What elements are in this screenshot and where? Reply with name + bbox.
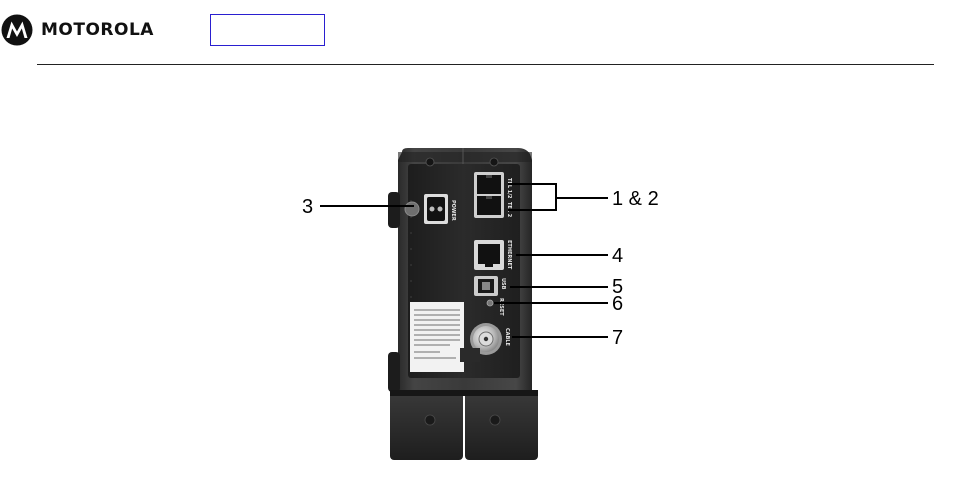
navigation-box[interactable] [210,14,325,46]
page-header: MOTOROLA [0,0,964,66]
ethernet-label: ETHERNET [506,240,512,270]
motorola-batwing-logo-icon [1,14,33,46]
power-indicator [404,201,420,217]
telephone-ports [474,172,504,218]
product-sticker [410,302,464,372]
usb-label: USB [500,278,506,290]
callout-1-2: 1 & 2 [612,188,659,210]
ethernet-port [474,240,504,270]
callout-5: 5 [612,276,623,298]
callout-4: 4 [612,245,623,267]
usb-port [474,276,498,296]
tel-1-2-label: TEL 1/2 [506,178,512,199]
modem-rear-panel-figure: POWER TEL 1/2 TEL 2 ETHERNET USB RESET [290,140,670,465]
cable-connector [470,323,502,355]
modem-illustration: POWER TEL 1/2 TEL 2 ETHERNET USB RESET [302,148,659,460]
callout-7: 7 [612,327,623,349]
callout-lines [320,183,608,338]
modem-base [390,390,538,460]
callout-3: 3 [302,196,313,218]
reset-hole [486,299,494,307]
cable-label: CABLE [504,328,510,347]
brand-name: MOTOROLA [41,20,154,40]
label-bottom-text [460,348,480,362]
reset-label: RESET [498,298,504,316]
header-divider [37,64,934,65]
callout-6: 6 [612,293,623,315]
power-port-label: POWER [450,200,456,221]
power-port [424,194,448,224]
